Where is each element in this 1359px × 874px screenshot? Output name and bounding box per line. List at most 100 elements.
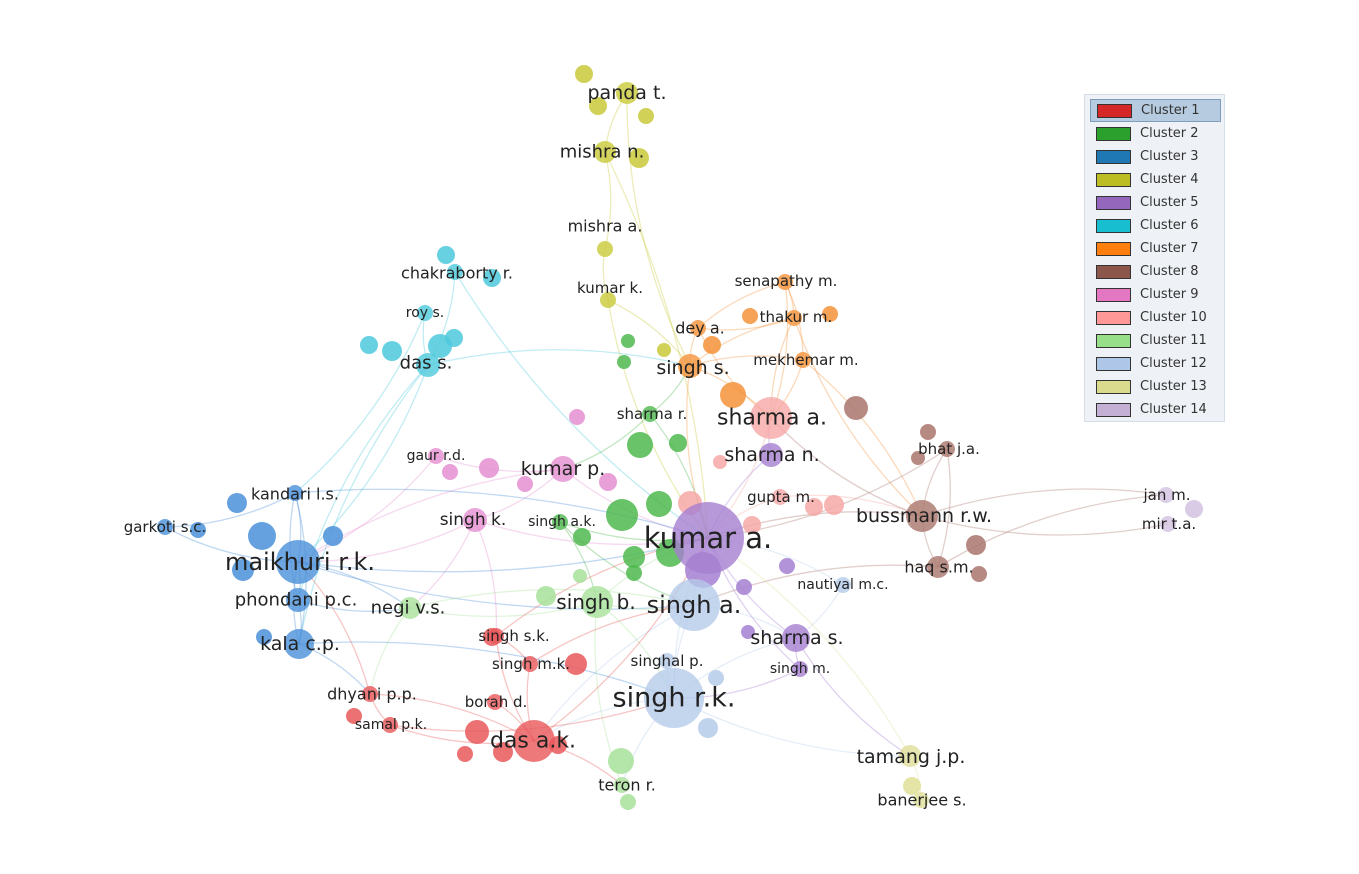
network-node-minor[interactable] <box>903 777 921 795</box>
network-node-negi[interactable] <box>399 597 421 619</box>
network-node-minor[interactable] <box>346 708 362 724</box>
network-node-minor[interactable] <box>457 746 473 762</box>
network-node-minor[interactable] <box>669 434 687 452</box>
network-node-minor[interactable] <box>190 522 206 538</box>
network-node-minor[interactable] <box>627 432 653 458</box>
network-node-singh-s[interactable] <box>678 354 702 378</box>
network-node-minor[interactable] <box>629 148 649 168</box>
legend-item-cluster-5[interactable]: Cluster 5 <box>1090 191 1221 214</box>
network-node-kumar-k[interactable] <box>600 292 616 308</box>
network-node-minor[interactable] <box>323 526 343 546</box>
network-node-nautiyal[interactable] <box>835 577 851 593</box>
network-node-minor[interactable] <box>232 559 254 581</box>
network-node-minor[interactable] <box>698 718 718 738</box>
network-node-mir[interactable] <box>1160 516 1176 532</box>
legend-item-cluster-11[interactable]: Cluster 11 <box>1090 329 1221 352</box>
network-node-minor[interactable] <box>966 535 986 555</box>
network-node-sharma-n[interactable] <box>759 443 783 467</box>
network-node-dhyani[interactable] <box>362 686 378 702</box>
network-node-minor[interactable] <box>623 546 645 568</box>
network-node-gupta[interactable] <box>772 489 788 505</box>
network-node-kala[interactable] <box>284 629 314 659</box>
network-node-roy[interactable] <box>417 305 433 321</box>
network-node-minor[interactable] <box>617 355 631 369</box>
network-node-das-s[interactable] <box>416 353 440 377</box>
legend-item-cluster-2[interactable]: Cluster 2 <box>1090 122 1221 145</box>
network-node-singh-m[interactable] <box>792 661 808 677</box>
network-node-minor[interactable] <box>382 341 402 361</box>
network-node-minor[interactable] <box>742 308 758 324</box>
network-node-minor[interactable] <box>606 499 638 531</box>
network-node-minor[interactable] <box>608 748 634 774</box>
network-node-minor[interactable] <box>573 569 587 583</box>
network-node-minor[interactable] <box>911 451 925 465</box>
network-node-minor[interactable] <box>626 565 642 581</box>
network-node-minor[interactable] <box>1185 500 1203 518</box>
network-node-minor[interactable] <box>517 476 533 492</box>
network-node-singh-b[interactable] <box>581 586 613 618</box>
network-node-minor[interactable] <box>657 343 671 357</box>
network-node-minor[interactable] <box>569 409 585 425</box>
network-node-das-ak[interactable] <box>513 720 555 762</box>
network-node-minor[interactable] <box>638 108 654 124</box>
network-node-minor[interactable] <box>713 455 727 469</box>
network-node-minor[interactable] <box>646 491 672 517</box>
network-node-minor[interactable] <box>621 334 635 348</box>
network-node-senapathy[interactable] <box>777 274 793 290</box>
network-node-dey[interactable] <box>690 320 706 336</box>
network-node-samal[interactable] <box>382 717 398 733</box>
network-node-singh-sk[interactable] <box>488 628 504 644</box>
network-node-gaur[interactable] <box>428 448 444 464</box>
network-node-minor[interactable] <box>822 306 838 322</box>
network-node-haq[interactable] <box>927 556 949 578</box>
network-node-minor[interactable] <box>483 269 501 287</box>
legend-item-cluster-6[interactable]: Cluster 6 <box>1090 214 1221 237</box>
network-node-sharma-a[interactable] <box>750 397 792 439</box>
network-node-maikhuri[interactable] <box>276 540 320 584</box>
network-node-jan[interactable] <box>1158 487 1174 503</box>
network-node-minor[interactable] <box>479 458 499 478</box>
legend-item-cluster-9[interactable]: Cluster 9 <box>1090 283 1221 306</box>
network-node-minor[interactable] <box>227 493 247 513</box>
network-node-minor[interactable] <box>536 586 556 606</box>
network-node-singh-ak[interactable] <box>552 514 568 530</box>
network-node-minor[interactable] <box>248 522 276 550</box>
network-node-mekhemar[interactable] <box>795 352 811 368</box>
legend-item-cluster-1[interactable]: Cluster 1 <box>1090 99 1221 122</box>
network-node-minor[interactable] <box>465 720 489 744</box>
network-node-minor[interactable] <box>779 558 795 574</box>
network-node-garkoti[interactable] <box>157 519 173 535</box>
network-node-minor[interactable] <box>360 336 378 354</box>
network-node-minor[interactable] <box>971 566 987 582</box>
network-node-kumar-a[interactable] <box>672 502 744 574</box>
network-node-singh-k[interactable] <box>463 508 487 532</box>
network-node-sharma-r[interactable] <box>642 406 658 422</box>
network-node-borah[interactable] <box>487 694 503 710</box>
network-node-chakraborty[interactable] <box>447 264 463 280</box>
network-node-tamang[interactable] <box>899 745 921 767</box>
network-node-minor[interactable] <box>720 382 746 408</box>
network-node-minor[interactable] <box>736 579 752 595</box>
network-node-bussmann[interactable] <box>906 500 938 532</box>
network-node-singh-rk[interactable] <box>644 668 704 728</box>
legend-item-cluster-12[interactable]: Cluster 12 <box>1090 352 1221 375</box>
network-node-kumar-p[interactable] <box>550 456 576 482</box>
legend-item-cluster-8[interactable]: Cluster 8 <box>1090 260 1221 283</box>
network-node-minor[interactable] <box>805 498 823 516</box>
network-node-minor[interactable] <box>620 794 636 810</box>
network-node-thakur[interactable] <box>786 310 802 326</box>
legend-item-cluster-7[interactable]: Cluster 7 <box>1090 237 1221 260</box>
network-node-minor[interactable] <box>256 629 272 645</box>
network-node-minor[interactable] <box>743 516 761 534</box>
network-node-singhal[interactable] <box>659 653 675 669</box>
network-node-minor[interactable] <box>589 97 607 115</box>
network-node-minor[interactable] <box>575 65 593 83</box>
network-node-mishra-a[interactable] <box>597 241 613 257</box>
network-node-bhat[interactable] <box>939 441 955 457</box>
legend-item-cluster-10[interactable]: Cluster 10 <box>1090 306 1221 329</box>
network-node-mishra-n[interactable] <box>594 141 616 163</box>
network-node-minor[interactable] <box>445 329 463 347</box>
network-node-minor[interactable] <box>844 396 868 420</box>
network-node-minor[interactable] <box>573 528 591 546</box>
network-node-singh-a[interactable] <box>668 579 720 631</box>
